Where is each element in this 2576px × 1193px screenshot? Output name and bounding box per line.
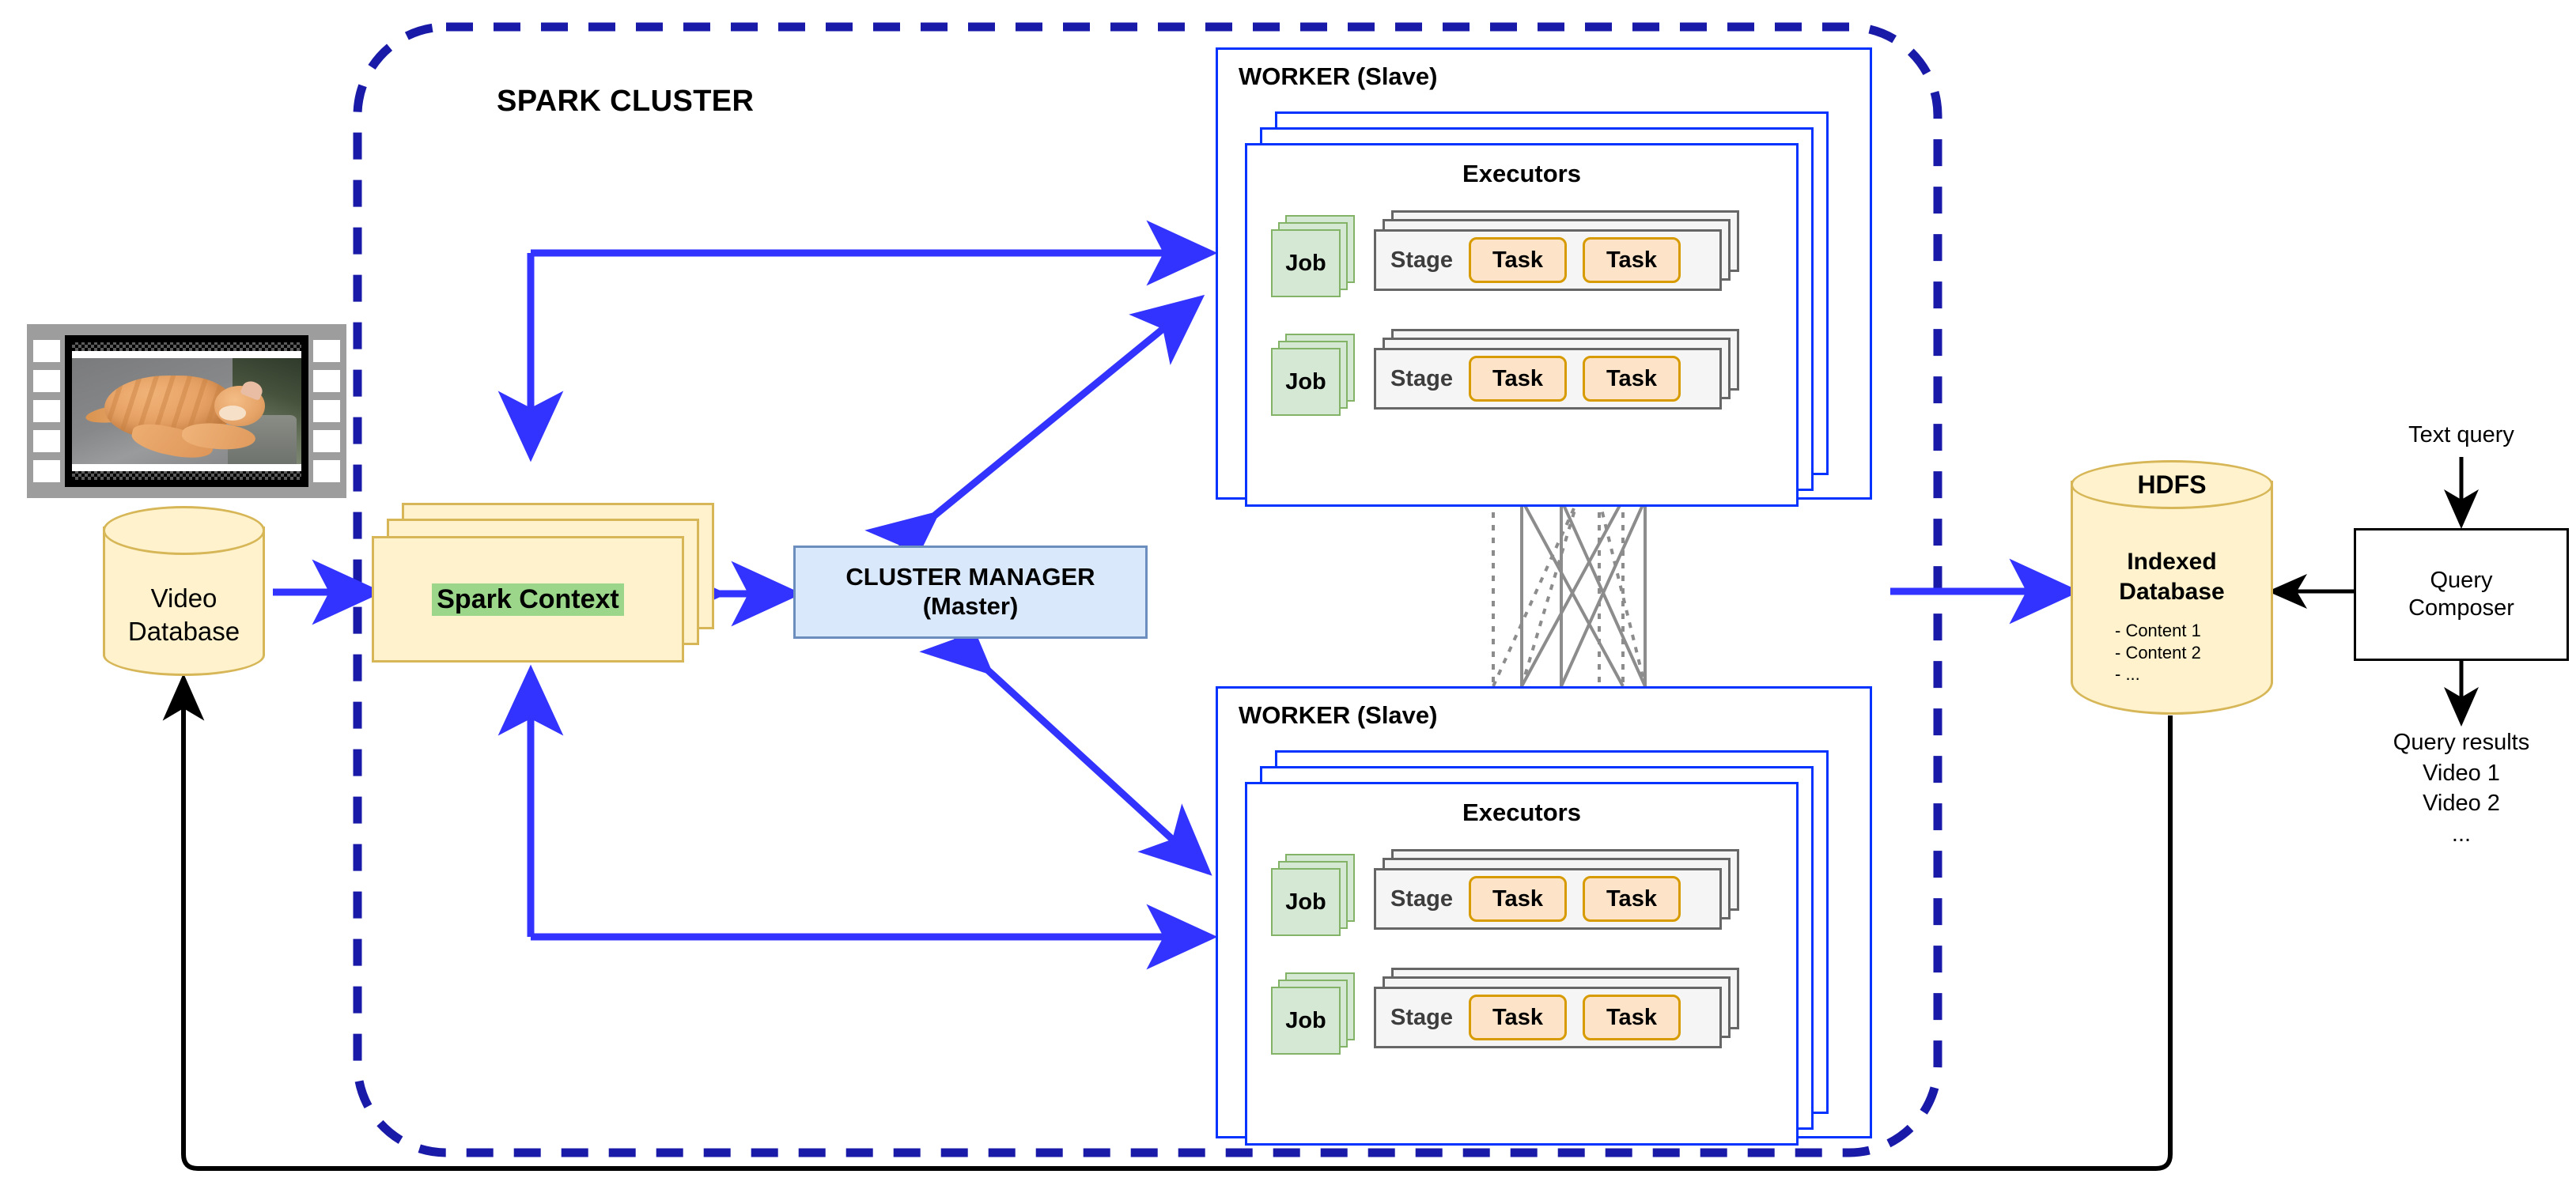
video-filmstrip: [27, 324, 346, 498]
worker-1-executors-label: Executors: [1462, 160, 1581, 187]
worker-1-stage-stack-1: Stage Task Task: [1374, 210, 1753, 299]
worker-2-executor-card-front: Executors Job Stage Task Task J: [1245, 782, 1799, 1146]
worker-2-stage-label-2: Stage: [1390, 1004, 1453, 1030]
video-frame: [65, 335, 308, 487]
worker-1-title: WORKER (Slave): [1239, 62, 1438, 90]
arrow-clustermanager-worker1: [864, 294, 1205, 581]
query-result-item-2: Video 2: [2423, 791, 2500, 817]
video-database-line1: Video: [150, 583, 218, 613]
worker-2-job-stack-2: Job: [1271, 972, 1358, 1055]
worker-2-stage-stack-2: Stage Task Task: [1374, 968, 1753, 1056]
worker-2-job-label-2: Job: [1271, 987, 1341, 1055]
query-result-item-1: Video 1: [2423, 760, 2500, 786]
worker-1-stage-label-2: Stage: [1390, 365, 1453, 391]
spark-context-stack[interactable]: Spark Context: [372, 503, 720, 665]
spark-cluster-label: SPARK CLUSTER: [497, 85, 755, 118]
arrow-clustermanager-worker2: [919, 603, 1212, 876]
worker-2-task-1-1[interactable]: Task: [1468, 876, 1567, 922]
worker-2-task-2-1[interactable]: Task: [1468, 995, 1567, 1040]
cluster-manager-box[interactable]: CLUSTER MANAGER (Master): [793, 546, 1148, 639]
worker-2-job-label-1: Job: [1271, 868, 1341, 936]
query-composer-box[interactable]: Query Composer: [2354, 528, 2569, 661]
hdfs-contents-list: - Content 1 - Content 2 - ...: [2115, 620, 2201, 685]
video-database-line2: Database: [127, 617, 240, 646]
worker-1-task-1-2[interactable]: Task: [1582, 237, 1681, 283]
spark-context-card-front: Spark Context: [372, 536, 684, 663]
filmstrip-sprockets-left: [33, 336, 60, 485]
filmstrip-sprockets-right: [313, 336, 340, 485]
worker-1-job-stack-1: Job: [1271, 215, 1358, 297]
worker-1-stage-stack-2: Stage Task Task: [1374, 329, 1753, 417]
cat-image: [72, 358, 301, 464]
worker-2-title: WORKER (Slave): [1239, 701, 1438, 729]
worker-node-1[interactable]: WORKER (Slave) Executors Job Stage Task …: [1216, 47, 1872, 507]
hdfs-content-item-1: - Content 1: [2115, 621, 2201, 640]
hdfs-label: HDFS: [2137, 470, 2207, 499]
worker-2-task-2-2[interactable]: Task: [1582, 995, 1681, 1040]
text-query-label: Text query: [2408, 422, 2514, 447]
worker-2-job-stack-1: Job: [1271, 854, 1358, 936]
worker-1-job-stack-2: Job: [1271, 334, 1358, 416]
cluster-manager-line1: CLUSTER MANAGER: [845, 563, 1095, 591]
shuffle-mesh: [1492, 499, 1647, 687]
worker-1-job-label-1: Job: [1271, 229, 1341, 297]
query-result-item-3: ...: [2451, 821, 2472, 847]
spark-context-label: Spark Context: [432, 583, 624, 616]
indexed-db-line1: Indexed: [2127, 549, 2217, 575]
worker-2-stage-stack-1: Stage Task Task: [1374, 849, 1753, 938]
worker-1-stage-label-1: Stage: [1390, 247, 1453, 273]
hdfs-content-item-3: - ...: [2115, 664, 2140, 684]
feedback-line-hdfs-to-videodb: [162, 673, 2173, 1171]
worker-2-stage-label-1: Stage: [1390, 885, 1453, 912]
worker-1-executor-card-front: Executors Job Stage Task Task J: [1245, 143, 1799, 507]
query-composer-line2: Composer: [2408, 595, 2514, 621]
worker-2-executors-label: Executors: [1462, 798, 1581, 826]
worker-1-task-1-1[interactable]: Task: [1468, 237, 1567, 283]
worker-2-task-1-2[interactable]: Task: [1582, 876, 1681, 922]
worker-1-task-2-1[interactable]: Task: [1468, 356, 1567, 402]
query-composer-line1: Query: [2430, 567, 2493, 593]
query-results-title: Query results: [2393, 730, 2530, 755]
hdfs-cylinder: HDFS Indexed Database - Content 1 - Cont…: [2071, 460, 2273, 715]
worker-node-2[interactable]: WORKER (Slave) Executors Job Stage Task …: [1216, 686, 1872, 1146]
worker-1-job-label-2: Job: [1271, 348, 1341, 416]
video-database-cylinder: Video Database: [103, 506, 265, 676]
indexed-db-line2: Database: [2119, 579, 2225, 605]
query-results-block: Query results Video 1 Video 2 ...: [2343, 727, 2576, 849]
worker-1-task-2-2[interactable]: Task: [1582, 356, 1681, 402]
cluster-manager-line2: (Master): [922, 592, 1019, 620]
hdfs-content-item-2: - Content 2: [2115, 642, 2201, 663]
